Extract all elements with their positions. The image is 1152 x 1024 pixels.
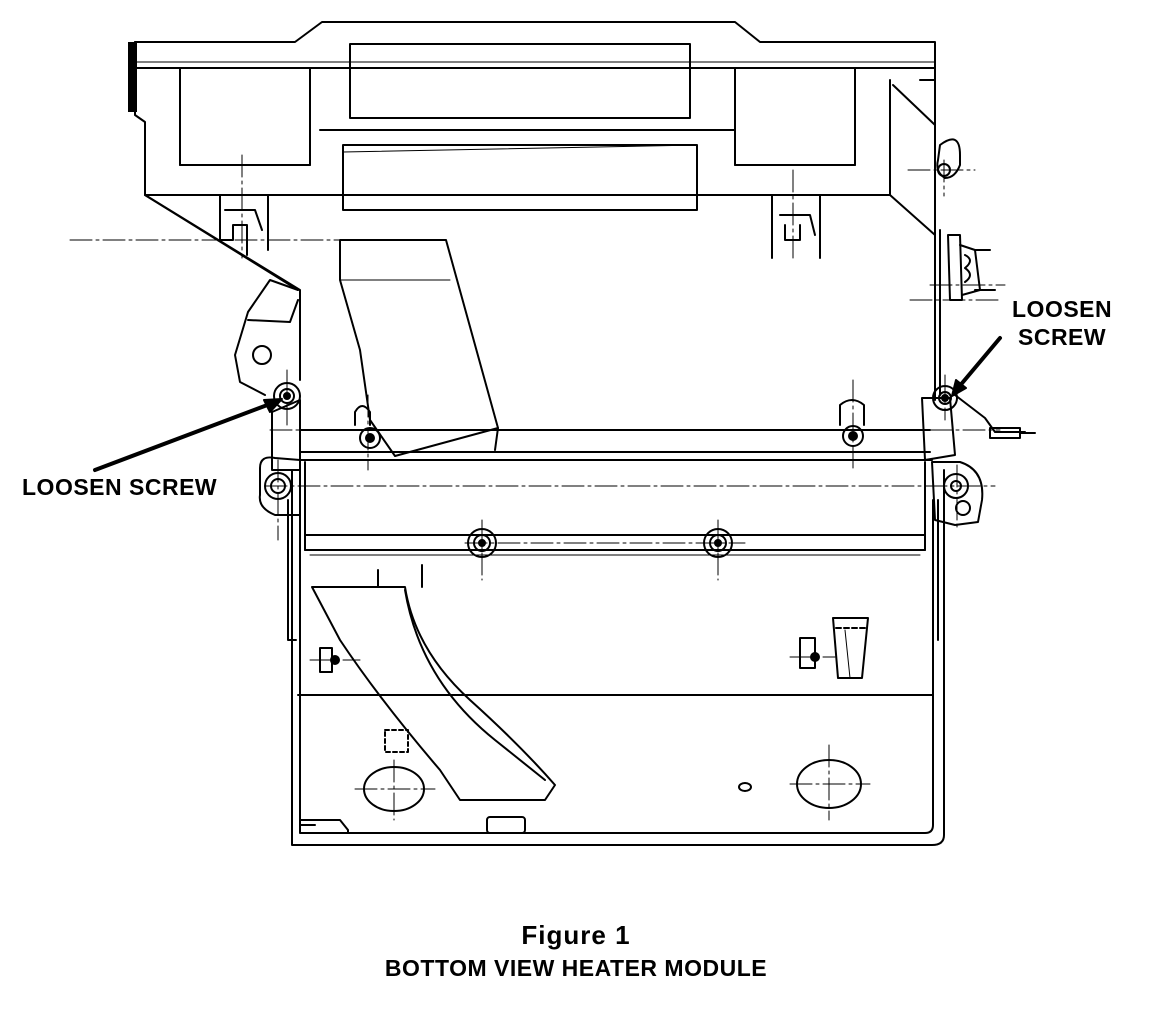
figure-number: Figure 1 — [521, 920, 631, 950]
left-bracket — [219, 194, 269, 256]
right-screw-bosses — [921, 138, 984, 526]
right-bracket — [771, 194, 821, 259]
figure-caption: Figure 1 BOTTOM VIEW HEATER MODULE — [0, 918, 1152, 984]
top-housing — [128, 21, 936, 381]
left-duct-wall — [144, 194, 299, 396]
center-block-lower — [342, 144, 698, 211]
center-lines — [69, 154, 1006, 821]
lower-duct — [311, 564, 556, 801]
right-callout-arrow — [951, 336, 1002, 397]
center-block-upper — [349, 43, 691, 119]
figure-title: BOTTOM VIEW HEATER MODULE — [384, 955, 768, 981]
loosen-screw-label-right: LOOSEN SCREW — [1012, 295, 1112, 351]
lower-tray — [287, 459, 945, 846]
mid-rail — [299, 399, 931, 453]
upper-duct — [339, 239, 499, 457]
left-callout-arrow — [93, 398, 283, 472]
right-wall — [934, 229, 941, 401]
loosen-screw-label-right-line1: LOOSEN — [1012, 296, 1113, 322]
loosen-screw-label-left: LOOSEN SCREW — [22, 474, 218, 500]
loosen-screw-label-right-line2: SCREW — [1018, 324, 1107, 350]
